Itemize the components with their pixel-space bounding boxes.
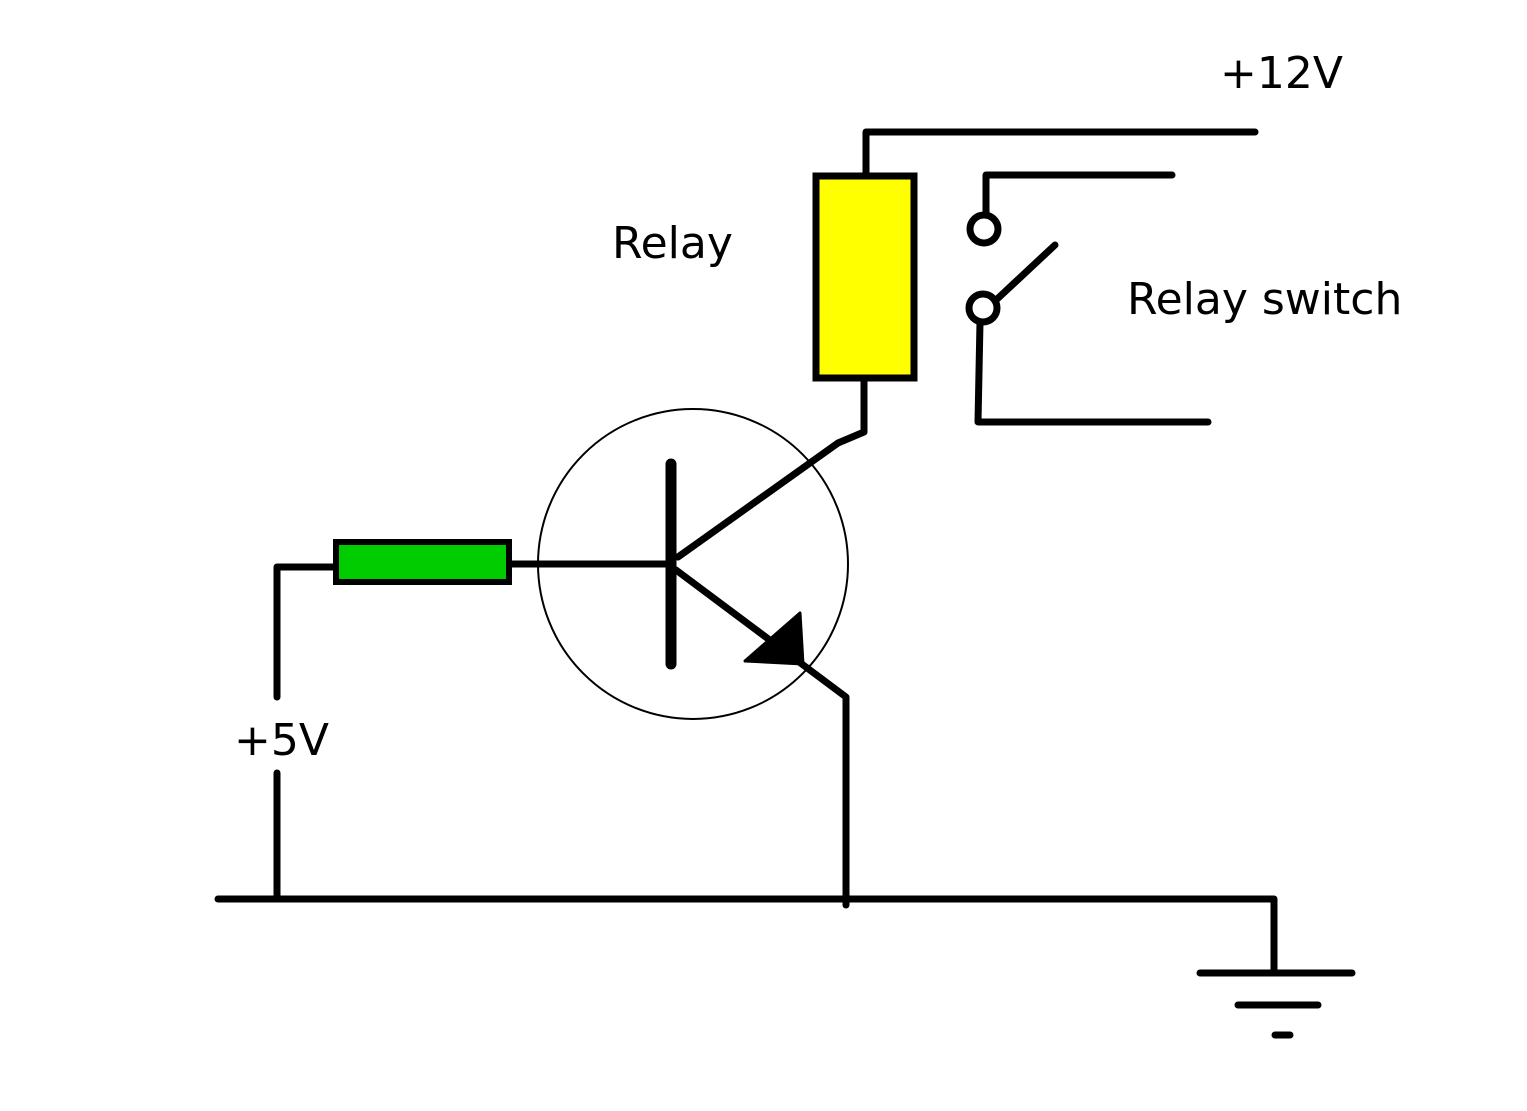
switch-arm (991, 241, 1059, 305)
relay-label: Relay (612, 218, 733, 269)
collector-wire (674, 374, 868, 561)
emitter-lead (672, 566, 850, 909)
supply-12v-label: +12V (1220, 48, 1343, 99)
supply-12v-wire (862, 128, 1259, 180)
ground-symbol-icon (1196, 969, 1356, 1039)
relay-switch-label: Relay switch (1127, 274, 1402, 325)
switch-contact-top (966, 211, 1002, 247)
relay-coil (812, 172, 918, 382)
switch-contact-bottom (965, 290, 1001, 326)
ground-rail (214, 895, 1278, 976)
supply-5v-wire-upper (273, 563, 340, 701)
switch-bottom-wire (974, 318, 1212, 426)
supply-5v-label: +5V (234, 715, 329, 766)
base-resistor (333, 539, 512, 585)
emitter-arrow (743, 611, 805, 666)
switch-top-wire (982, 171, 1176, 217)
